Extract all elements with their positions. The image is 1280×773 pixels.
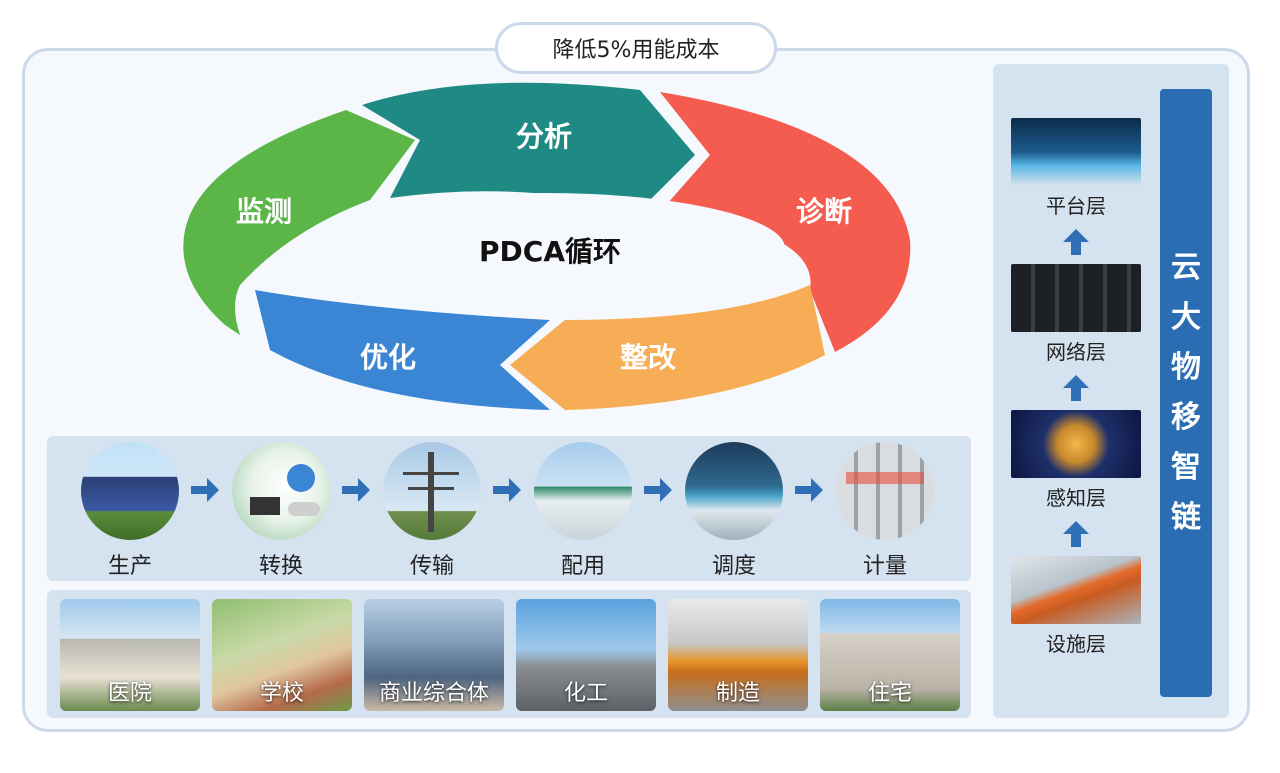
solar-panel-image [81,442,179,540]
layer-label-network: 网络层 [1046,340,1106,364]
step-label-distribution: 配用 [560,554,605,579]
goal-title: 降低5%用能成本 [495,22,777,74]
layer-label-platform: 平台层 [1046,194,1106,218]
sector-chemical: 化工 [516,599,656,711]
conversion-illustration-image [232,442,330,540]
sector-label-residential: 住宅 [867,681,912,706]
step-metering: 计量 [815,442,955,580]
sector-manufacturing: 制造 [668,599,808,711]
label-monitoring: 监测 [236,195,293,228]
step-production: 生产 [60,442,200,580]
layer-label-perception: 感知层 [1046,486,1106,510]
platform-image [1011,118,1141,186]
segment-monitoring [183,110,415,335]
side-title-char: 链 [1171,500,1201,535]
step-label-transmission: 传输 [409,554,454,579]
energy-process-panel: 生产 转换 传输 配用 调度 计量 [47,436,971,581]
sector-label-school: 学校 [259,681,304,706]
sector-label-commercial-complex: 商业综合体 [378,681,489,706]
goal-title-text: 降低5%用能成本 [552,38,720,63]
layer-facility: 设施层 [1011,556,1141,657]
side-title-char: 智 [1171,450,1201,485]
sector-hospital: 医院 [60,599,200,711]
sector-label-manufacturing: 制造 [715,681,760,706]
layer-platform: 平台层 [1011,118,1141,219]
side-title-char: 大 [1171,300,1201,335]
side-title-char: 云 [1171,250,1201,285]
up-arrow-icon [1063,521,1089,547]
sector-label-chemical: 化工 [563,681,608,706]
step-label-conversion: 转换 [258,554,303,579]
network-image [1011,264,1141,332]
step-distribution: 配用 [513,442,653,580]
side-title-bar: 云 大 物 移 智 链 [1160,89,1212,697]
cycle-title: PDCA循环 [479,235,621,268]
meter-cabinet-image [836,442,934,540]
right-arrow-icon [644,478,672,502]
step-transmission: 传输 [362,442,502,580]
sector-school: 学校 [212,599,352,711]
segment-diagnosis [660,92,911,352]
label-rectification: 整改 [620,341,677,374]
step-conversion: 转换 [211,442,351,580]
sector-residential: 住宅 [820,599,960,711]
sector-panel: 医院 学校 商业综合体 化工 制造 住宅 [47,590,971,718]
side-title-char: 移 [1171,400,1201,435]
side-title-char: 物 [1171,350,1201,385]
segment-optimization [255,290,550,410]
control-room-image [685,442,783,540]
substation-image [534,442,632,540]
right-arrow-icon [191,478,219,502]
layer-label-facility: 设施层 [1046,632,1106,656]
right-arrow-icon [795,478,823,502]
layer-network: 网络层 [1011,264,1141,365]
power-tower-image [383,442,481,540]
up-arrow-icon [1063,375,1089,401]
layer-perception: 感知层 [1011,410,1141,511]
cycle-center [305,193,785,303]
segment-rectification [510,285,825,410]
up-arrow-icon [1063,229,1089,255]
perception-image [1011,410,1141,478]
segment-analysis [362,82,695,210]
sector-label-hospital: 医院 [107,681,152,706]
step-label-dispatch: 调度 [711,554,756,579]
step-label-production: 生产 [107,554,152,579]
facility-image [1011,556,1141,624]
step-label-metering: 计量 [862,554,907,579]
sector-commercial-complex: 商业综合体 [364,599,504,711]
label-optimization: 优化 [360,341,417,374]
pdca-cycle-diagram [183,82,911,410]
step-dispatch: 调度 [664,442,804,580]
right-arrow-icon [493,478,521,502]
label-analysis: 分析 [516,120,573,153]
label-diagnosis: 诊断 [796,195,853,228]
architecture-panel: 平台层 网络层 感知层 设施层 云 大 物 移 智 链 [993,64,1229,718]
right-arrow-icon [342,478,370,502]
